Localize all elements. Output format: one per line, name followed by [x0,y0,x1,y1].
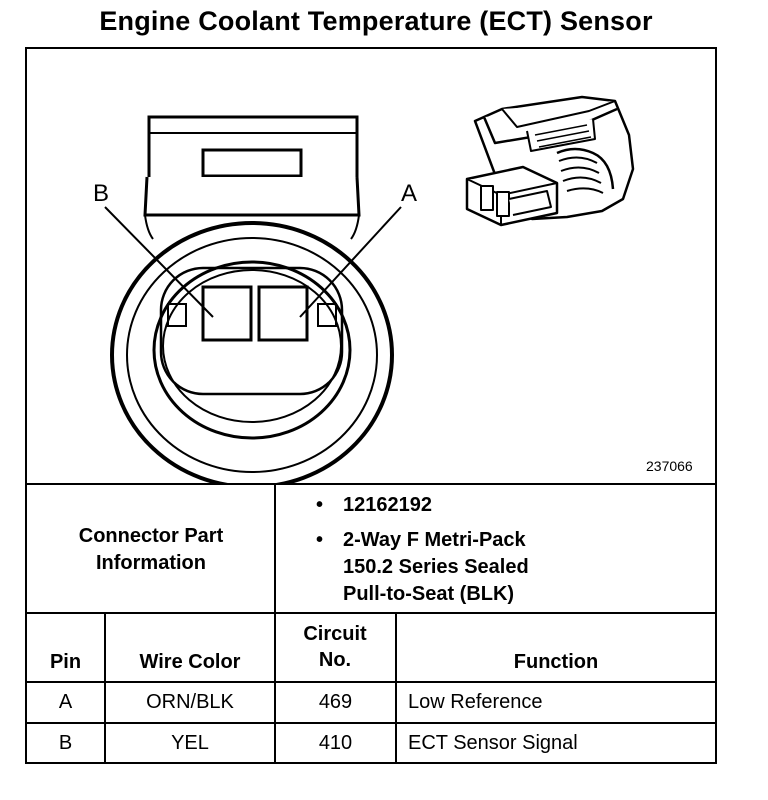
row-a-wire-color: ORN/BLK [146,691,234,713]
col-divider-wire [274,612,276,762]
header-circuit-no: Circuit No. [303,623,367,671]
connector-face-view [104,115,402,483]
row-a-function: Low Reference [408,691,543,713]
row-b-circuit-no: 410 [318,732,353,754]
page-title: Engine Coolant Temperature (ECT) Sensor [99,6,653,36]
header-pin: Pin [49,651,82,673]
connector-part-info-list: •12162192 •2-Way F Metri-Pack 150.2 Seri… [316,492,706,616]
bullet-icon: • [316,494,324,516]
info-bottom-rule [27,612,715,614]
header-function: Function [513,651,599,673]
table-top-rule [27,483,715,485]
row-b-wire-color: YEL [171,732,209,754]
row-b-function: ECT Sensor Signal [408,732,578,754]
row-a-circuit-no: 469 [318,691,353,713]
diagram-frame [25,47,717,764]
pin-label-a: A [401,180,417,207]
row-b-pin: B [58,732,73,754]
header-wire-color: Wire Color [139,651,241,673]
connector-part-number: •12162192 [316,492,706,519]
connector-part-info-label: Connector Part Information [78,525,224,574]
connector-description: •2-Way F Metri-Pack 150.2 Series Sealed … [316,529,529,605]
col-divider-pin [104,612,106,762]
info-divider [274,483,276,614]
connector-illustration: B A [93,95,635,483]
figure-number: 237066 [646,458,693,474]
row-divider [27,722,715,724]
row-a-pin: A [58,691,73,713]
connector-isometric-view [465,95,635,227]
col-divider-circuit [395,612,397,762]
bullet-icon: • [316,529,324,551]
header-bottom-rule [27,681,715,683]
pin-label-b: B [93,180,109,207]
